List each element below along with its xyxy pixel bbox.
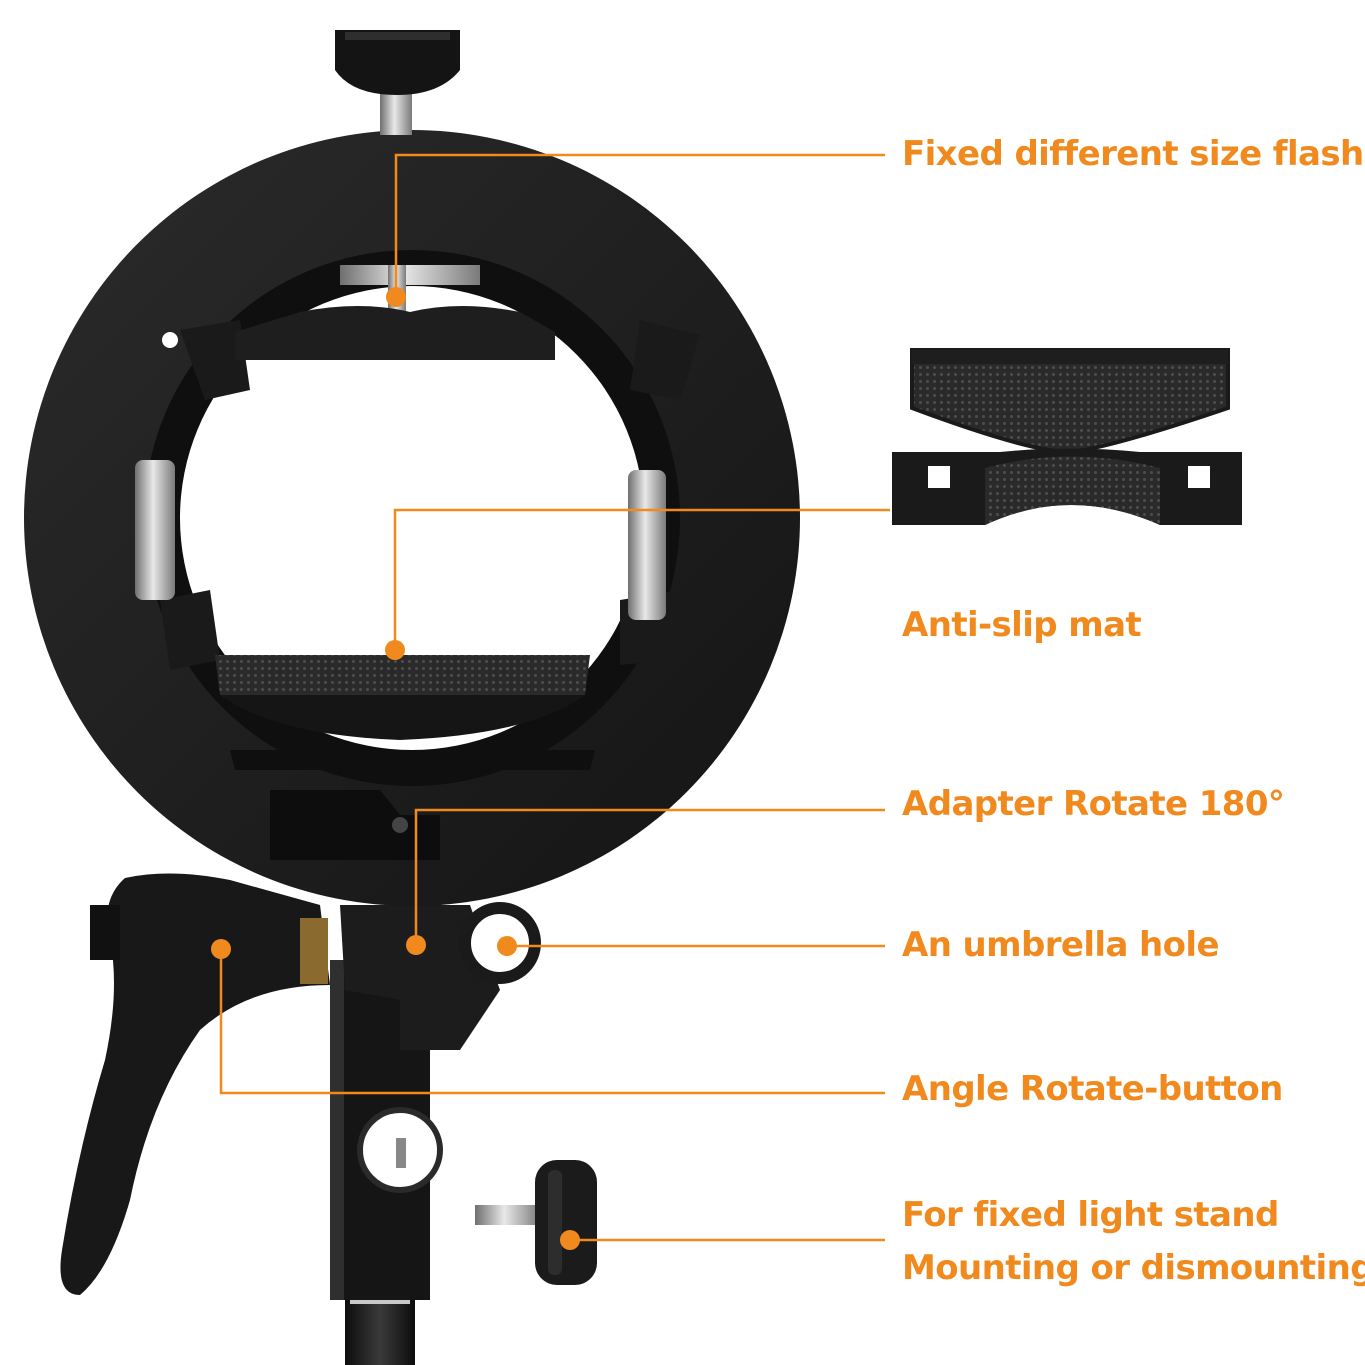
callout-dot-flash: [386, 287, 406, 307]
leader-line-mat: [393, 508, 890, 650]
bracket-ring: [24, 130, 800, 906]
ring-lower-mount: [270, 790, 440, 860]
callout-dots: [211, 287, 580, 1250]
top-clamp: [235, 265, 555, 360]
stand-lock-knob: [475, 1160, 597, 1285]
callout-dot-adapter: [406, 935, 426, 955]
callout-dot-angle: [211, 939, 231, 959]
top-screw-knob: [335, 30, 460, 135]
label-adapter-rotate: Adapter Rotate 180°: [902, 784, 1285, 824]
handle-lever: [60, 873, 330, 1295]
callout-dot-mat: [385, 640, 405, 660]
label-umbrella-hole: An umbrella hole: [902, 925, 1220, 965]
anti-slip-pad: [910, 348, 1230, 455]
bottom-shoe: [215, 655, 595, 770]
leader-line-adapter: [414, 808, 885, 945]
anti-slip-holder: [892, 448, 1242, 525]
label-anti-slip-mat: Anti-slip mat: [902, 605, 1142, 645]
label-stand-line-1: For fixed light stand: [902, 1195, 1279, 1235]
leader-line-flash: [394, 153, 885, 297]
callout-lines: [219, 153, 890, 1242]
label-flash: Fixed different size flash: [902, 134, 1364, 174]
callout-dot-umbrella: [497, 936, 517, 956]
label-stand-line-2: Mounting or dismounting: [902, 1248, 1365, 1288]
label-angle-rotate: Angle Rotate-button: [902, 1069, 1283, 1109]
callout-dot-stand: [560, 1230, 580, 1250]
clamp-umbrella-hole: [357, 1107, 443, 1193]
leader-line-angle: [219, 949, 885, 1095]
